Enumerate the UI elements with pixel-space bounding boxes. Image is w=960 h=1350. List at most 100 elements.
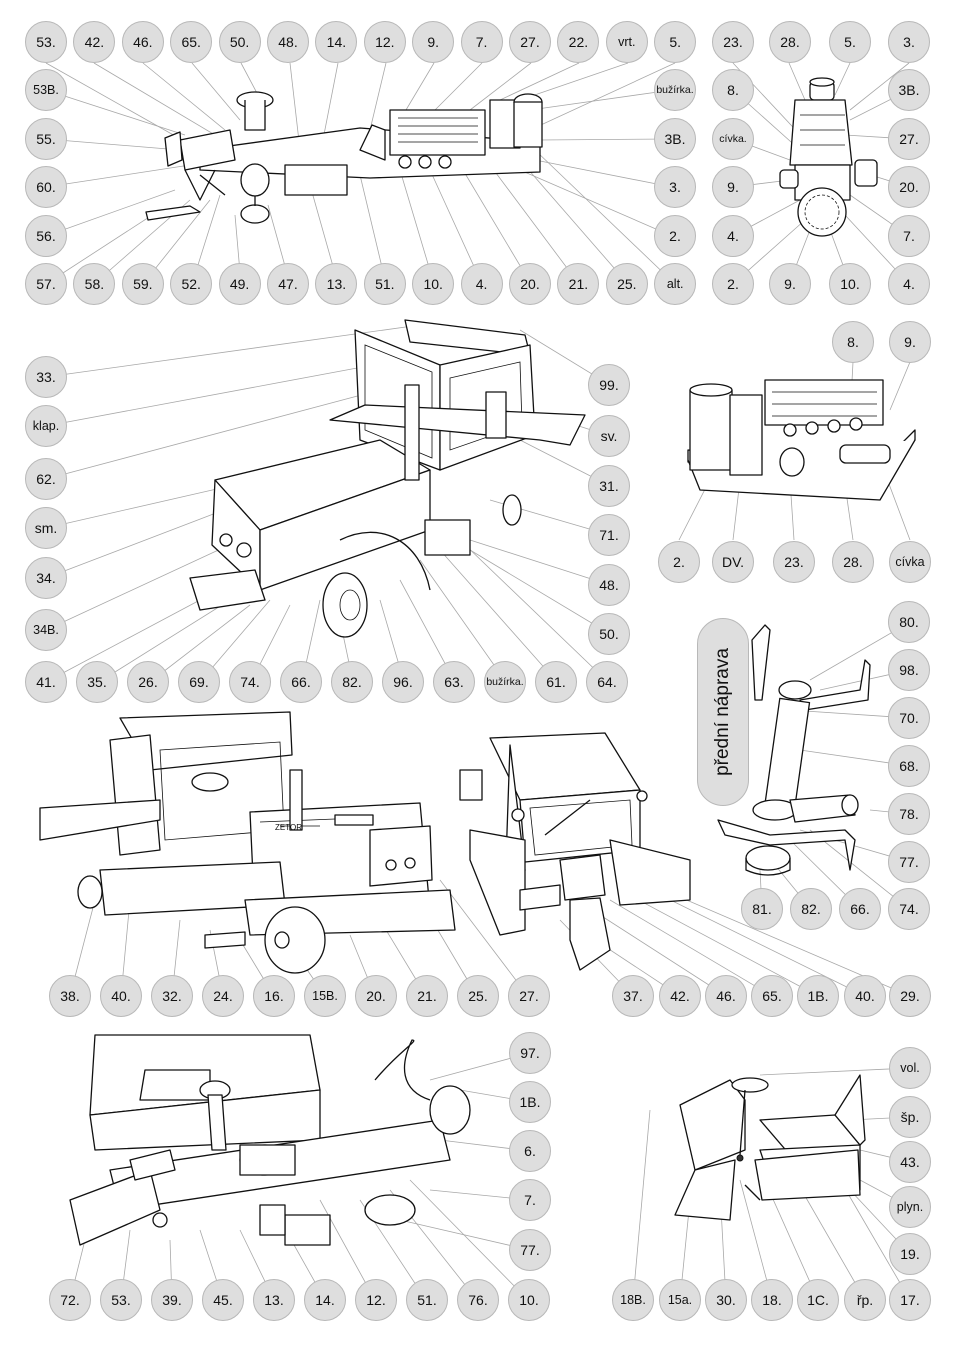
part-label-chassis-bottom-0: 72. xyxy=(49,1279,91,1321)
part-label-engine-bottom-1: 9. xyxy=(769,263,811,305)
part-label-engine-left-0: 8. xyxy=(712,69,754,111)
part-label-frame-top-7: 12. xyxy=(363,21,406,63)
part-label-side-view-bottom-7: 21. xyxy=(406,975,448,1017)
part-label-engine-right-0: 3B. xyxy=(888,69,930,111)
part-label-frame-left-3: 56. xyxy=(25,215,67,257)
part-label-cab-left-3: sm. xyxy=(25,507,67,549)
part-label-frame-bottom-11: 21. xyxy=(557,263,600,305)
part-label-controls-bottom-0: 18B. xyxy=(612,1279,654,1321)
part-label-frame-left-2: 60. xyxy=(25,166,67,208)
part-label-chassis-right-0: 97. xyxy=(509,1032,551,1074)
part-label-cab-bottom-9: bužírka. xyxy=(484,661,526,703)
part-label-engine-left-3: 4. xyxy=(712,215,754,257)
part-label-frame-left-0: 53B. xyxy=(25,69,67,111)
part-label-side-view-bottom-6: 20. xyxy=(355,975,397,1017)
part-label-controls-bottom-3: 18. xyxy=(751,1279,793,1321)
part-label-cab-bottom-10: 61. xyxy=(535,661,577,703)
part-label-chassis-bottom-2: 39. xyxy=(151,1279,193,1321)
part-label-cab-bottom-6: 82. xyxy=(331,661,373,703)
part-label-cab-right-3: 71. xyxy=(588,514,630,556)
part-label-chassis-right-3: 7. xyxy=(509,1179,551,1221)
part-label-controls-right-0: vol. xyxy=(889,1047,931,1089)
part-label-frame-bottom-6: 13. xyxy=(315,263,358,305)
part-label-engine-unit-top-1: 9. xyxy=(889,321,931,363)
part-label-controls-right-4: 19. xyxy=(889,1233,931,1275)
part-label-cab-left-2: 62. xyxy=(25,458,67,500)
part-label-controls-right-1: šp. xyxy=(889,1096,931,1138)
part-label-side-view-bottom-3: 24. xyxy=(202,975,244,1017)
part-label-controls-right-2: 43. xyxy=(889,1141,931,1183)
part-label-frame-top-1: 42. xyxy=(73,21,116,63)
part-label-frame-right-2: 3. xyxy=(654,166,696,208)
part-label-cab-left-4: 34. xyxy=(25,557,67,599)
hood-lettering: ZETOR xyxy=(275,823,302,832)
part-label-chassis-bottom-5: 14. xyxy=(304,1279,346,1321)
part-label-front-axle-bottom-2: 66. xyxy=(839,888,881,930)
part-label-rear-view-bottom-4: 1B. xyxy=(797,975,839,1017)
part-label-rear-view-bottom-0: 37. xyxy=(612,975,654,1017)
part-label-chassis-bottom-4: 13. xyxy=(253,1279,295,1321)
part-label-engine-right-3: 7. xyxy=(888,215,930,257)
part-label-frame-top-10: 27. xyxy=(509,21,551,63)
part-label-frame-bottom-4: 49. xyxy=(218,263,261,305)
part-label-engine-unit-bottom-2: 23. xyxy=(773,541,815,583)
part-label-frame-top-5: 48. xyxy=(267,21,309,63)
part-label-cab-left-5: 34B. xyxy=(25,609,67,651)
part-label-frame-bottom-8: 10. xyxy=(412,263,455,305)
part-label-frame-right-0: bužírka. xyxy=(654,69,696,111)
part-label-engine-top-3: 3. xyxy=(888,21,930,63)
part-label-engine-unit-bottom-1: DV. xyxy=(712,541,754,583)
part-label-cab-bottom-2: 26. xyxy=(127,661,169,703)
part-label-frame-top-3: 65. xyxy=(170,21,213,63)
part-label-side-view-bottom-5: 15B. xyxy=(304,975,346,1017)
part-label-front-axle-right-1: 98. xyxy=(888,649,930,691)
part-label-frame-top-2: 46. xyxy=(121,21,164,63)
engine-front-drawing xyxy=(779,77,878,237)
front-axle-title: přední náprava xyxy=(712,648,733,776)
part-label-front-axle-bottom-0: 81. xyxy=(741,888,783,930)
part-label-frame-right-3: 2. xyxy=(654,215,696,257)
part-label-rear-view-bottom-2: 46. xyxy=(705,975,747,1017)
part-label-rear-view-bottom-1: 42. xyxy=(659,975,701,1017)
cab-hood-drawing xyxy=(189,319,586,638)
part-label-controls-right-3: plyn. xyxy=(889,1186,931,1228)
part-label-chassis-bottom-8: 76. xyxy=(457,1279,499,1321)
part-label-side-view-bottom-0: 38. xyxy=(49,975,91,1017)
rear-view-drawing xyxy=(459,732,691,971)
part-label-frame-top-4: 50. xyxy=(218,21,261,63)
part-label-side-view-bottom-8: 25. xyxy=(457,975,499,1017)
part-label-front-axle-bottom-3: 74. xyxy=(888,888,930,930)
chassis-drawing xyxy=(69,1034,471,1246)
part-label-frame-top-6: 14. xyxy=(315,21,358,63)
part-label-controls-bottom-6: 17. xyxy=(889,1279,931,1321)
part-label-front-axle-right-4: 78. xyxy=(888,793,930,835)
part-label-cab-right-5: 50. xyxy=(588,613,630,655)
part-label-engine-bottom-2: 10. xyxy=(829,263,871,305)
part-label-side-view-bottom-4: 16. xyxy=(253,975,295,1017)
part-label-frame-top-12: vrt. xyxy=(605,21,648,63)
part-label-chassis-bottom-1: 53. xyxy=(100,1279,142,1321)
part-label-side-view-bottom-2: 32. xyxy=(151,975,193,1017)
part-label-engine-right-1: 27. xyxy=(888,118,930,160)
part-label-frame-bottom-5: 47. xyxy=(267,263,309,305)
part-label-cab-right-0: 99. xyxy=(588,364,630,406)
part-label-chassis-bottom-9: 10. xyxy=(508,1279,550,1321)
part-label-rear-view-bottom-3: 65. xyxy=(751,975,793,1017)
front-axle-title-tab: přední náprava xyxy=(697,618,749,806)
part-label-cab-right-2: 31. xyxy=(588,465,630,507)
part-label-frame-left-1: 55. xyxy=(25,118,67,160)
part-label-cab-bottom-3: 69. xyxy=(178,661,220,703)
part-label-frame-bottom-10: 20. xyxy=(509,263,551,305)
part-label-cab-bottom-8: 63. xyxy=(433,661,475,703)
part-label-engine-left-2: 9. xyxy=(712,166,754,208)
part-label-front-axle-right-2: 70. xyxy=(888,697,930,739)
part-label-engine-bottom-0: 2. xyxy=(712,263,754,305)
part-label-side-view-bottom-1: 40. xyxy=(100,975,142,1017)
part-label-cab-bottom-1: 35. xyxy=(76,661,118,703)
part-label-cab-right-1: sv. xyxy=(588,415,630,457)
part-label-controls-bottom-2: 30. xyxy=(705,1279,747,1321)
part-label-engine-unit-bottom-3: 28. xyxy=(832,541,874,583)
part-label-engine-right-2: 20. xyxy=(888,166,930,208)
part-label-frame-top-8: 9. xyxy=(412,21,455,63)
